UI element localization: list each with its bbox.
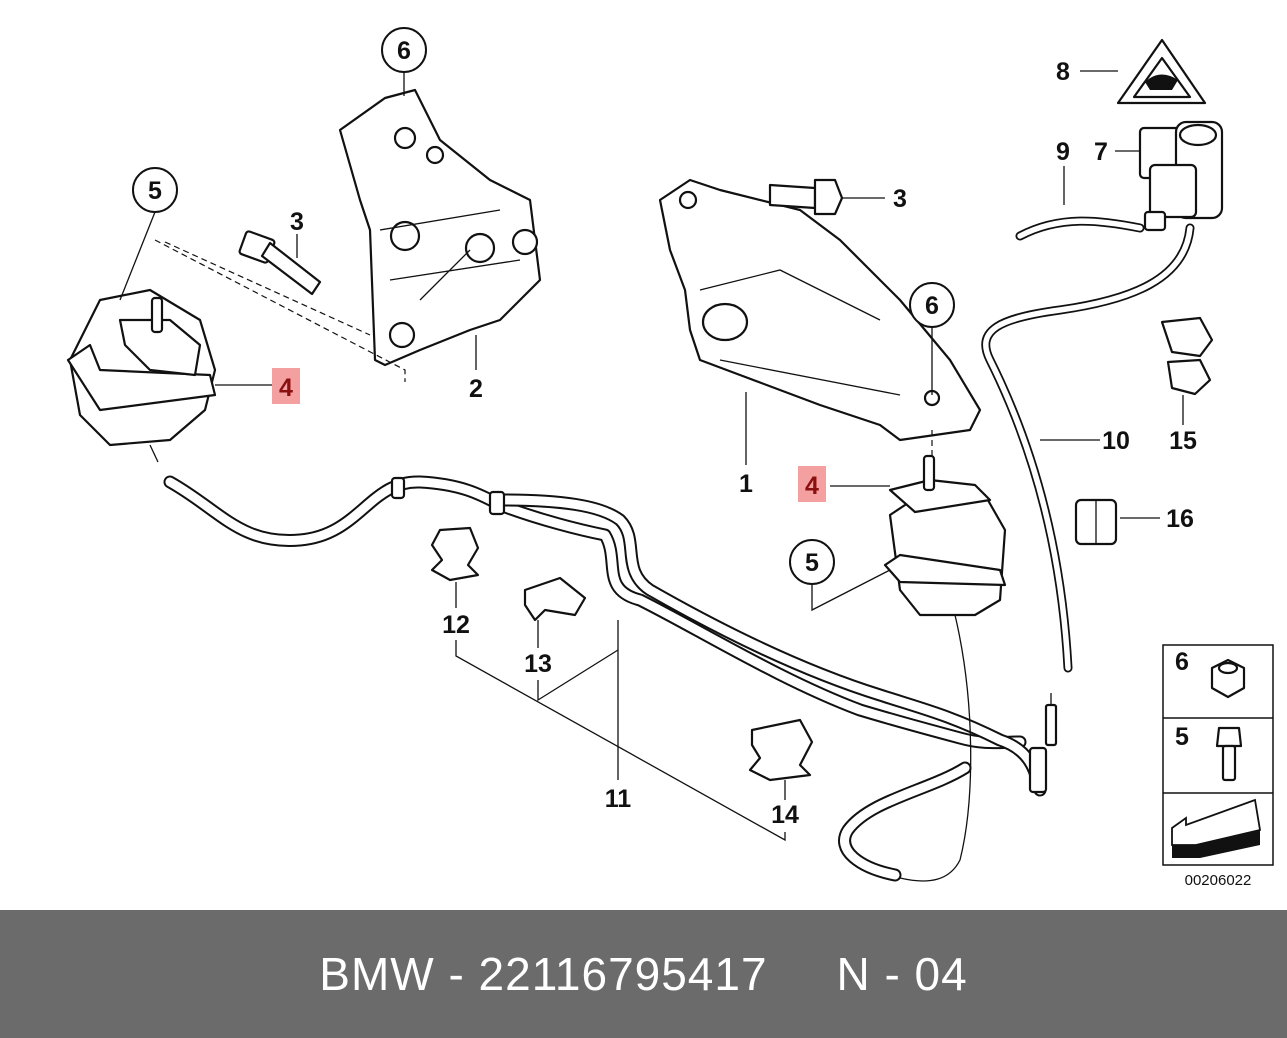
bolt-part-3-left [238,230,322,296]
callout-label: 5 [148,177,162,205]
callout-7: 7 [1094,138,1108,166]
hose-part-9 [1015,216,1145,241]
callout-label: 4 [805,472,819,500]
callout-8: 8 [1056,58,1070,86]
callout-6-top: 6 [381,27,427,73]
vacuum-hose-part-10 [981,223,1195,673]
legend-item-6-label: 6 [1175,648,1189,676]
warning-triangle-icon [1116,38,1207,105]
front-direction-arrow-icon [1171,798,1262,858]
clip-part-12 [430,526,480,582]
callout-label: 4 [279,374,293,402]
callout-3-left: 3 [290,208,304,236]
callout-5-left: 5 [132,167,178,213]
highlight-part-4-right: 4 [798,466,826,502]
legend-item-5-label: 5 [1175,723,1189,751]
clip-part-15 [1160,316,1214,396]
callout-9: 9 [1056,138,1070,166]
vacuum-hose-part-11 [163,475,1058,882]
callout-1: 1 [739,470,753,498]
part-number-text: BMW - 22116795417 N - 04 [319,948,968,1000]
bolt-icon [1215,726,1243,782]
engine-mount-part-4-left [66,288,217,463]
diagram-reference-code: 00206022 [1185,872,1252,889]
callout-2: 2 [469,375,483,403]
callout-label: 6 [925,292,939,320]
leader-lines [119,70,1184,842]
bolt-part-3-right [768,178,844,216]
exploded-parts-diagram: 6 5 6 5 4 4 3 2 3 1 8 7 9 10 15 16 12 13… [66,27,1274,889]
callout-11: 11 [605,785,632,813]
callout-label: 5 [805,549,819,577]
callout-label: 6 [397,37,411,65]
engine-bracket-part-2 [338,88,542,367]
callout-10: 10 [1102,427,1130,455]
callout-6-mid: 6 [909,282,955,328]
highlight-part-4-left: 4 [272,368,300,404]
part-number-footer: BMW - 22116795417 N - 04 [0,910,1287,1038]
callout-14: 14 [771,801,799,829]
nut-icon [1210,658,1246,699]
fastener-legend: 6 5 [1162,644,1274,866]
callout-12: 12 [442,611,470,639]
callout-15: 15 [1169,427,1197,455]
clip-part-14 [748,718,814,782]
callout-3-right: 3 [893,185,907,213]
clip-part-13 [523,576,587,622]
callout-13: 13 [524,650,552,678]
engine-mount-part-4-right [883,454,1007,882]
callout-16: 16 [1166,505,1194,533]
callout-5-right: 5 [789,539,835,585]
clip-part-16 [1074,498,1118,546]
solenoid-valve-part-7 [1138,120,1224,232]
